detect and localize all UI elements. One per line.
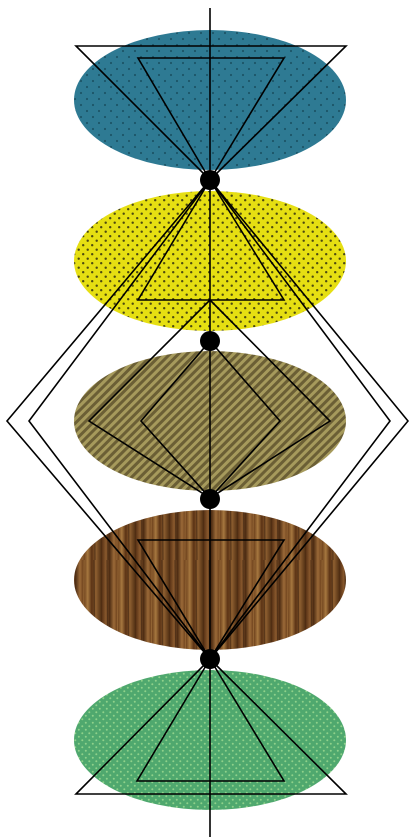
node-top	[200, 170, 220, 190]
node-bottom	[200, 649, 220, 669]
node-upper-middle	[200, 331, 220, 351]
node-lower-middle	[200, 489, 220, 509]
